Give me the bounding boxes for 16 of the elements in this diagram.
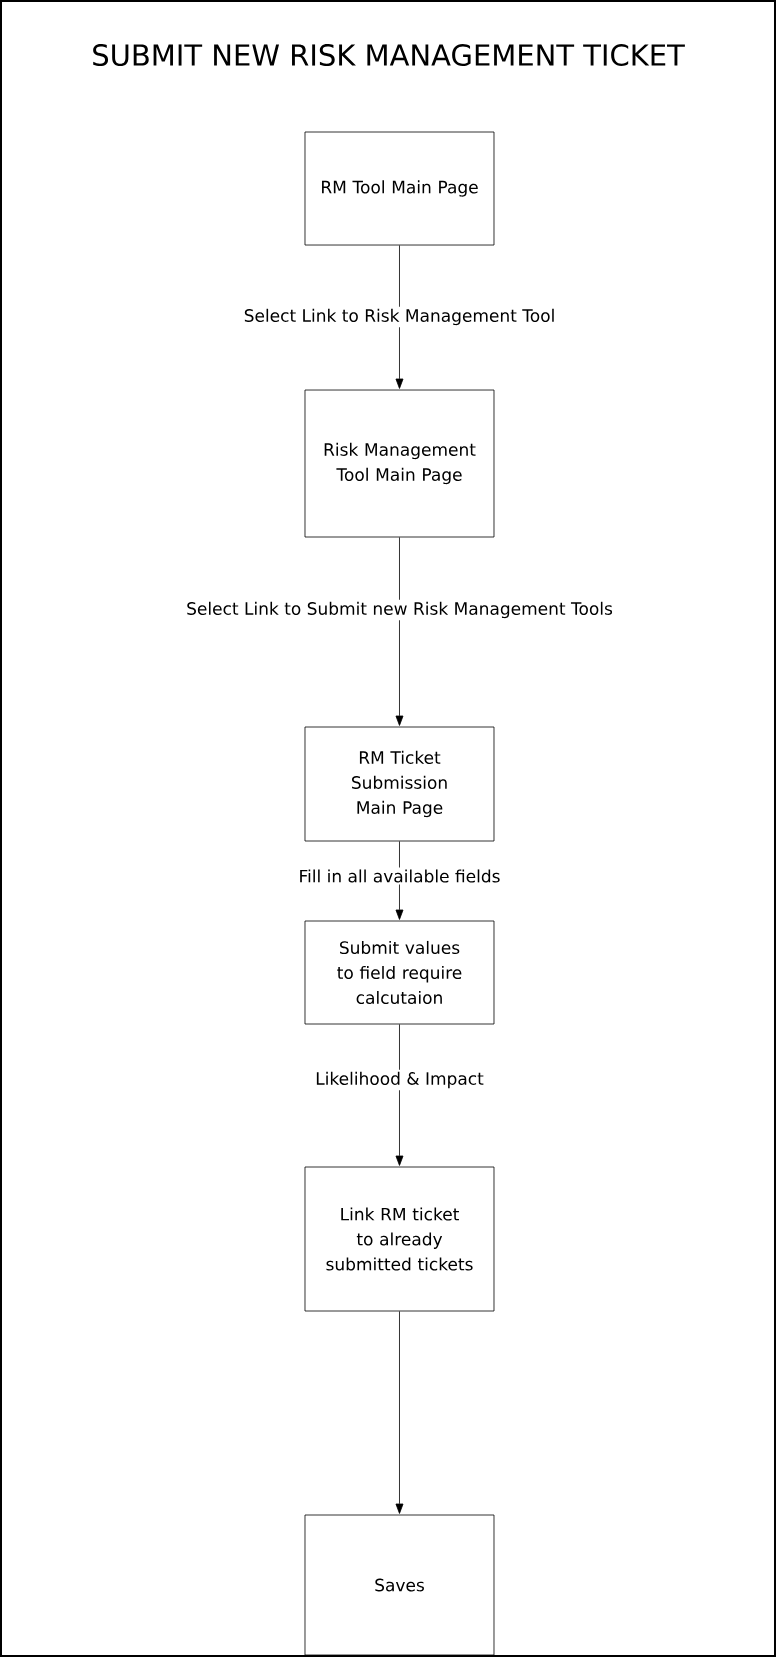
arrow	[395, 841, 404, 920]
title: SUBMIT NEW RISK MANAGEMENT TICKET	[93, 44, 685, 66]
process-box: RM Tool Main Page	[304, 131, 495, 246]
process-box: RM Ticket Submission Main Page	[304, 726, 495, 842]
process-box: Link RM ticket to already submitted tickets	[304, 1166, 495, 1312]
edge-label: Fill in all available fields	[300, 869, 500, 883]
process-box: Risk Management Tool Main Page	[304, 389, 495, 538]
process-box: Saves	[304, 1514, 495, 1656]
arrow	[395, 245, 404, 389]
arrow	[395, 537, 404, 726]
edge-label: Select Link to Submit new Risk Management Tools	[187, 601, 613, 619]
edge-label: Select Link to Risk Management Tool	[244, 308, 554, 326]
arrow	[395, 1311, 404, 1514]
arrow	[395, 1024, 404, 1166]
edge-label: Likelihood & Impact	[316, 1071, 484, 1089]
process-box: Submit values to field require calcutaion	[304, 920, 495, 1025]
